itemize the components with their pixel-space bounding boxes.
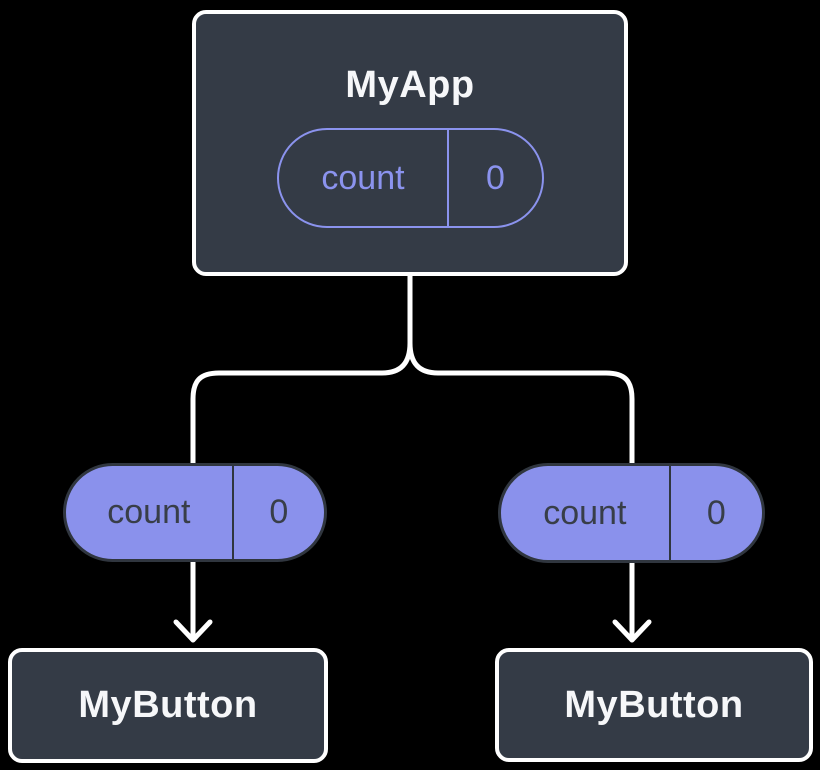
state-name-label: count (279, 130, 450, 226)
myapp-title: MyApp (345, 64, 475, 106)
right-arrowhead (612, 619, 652, 643)
right-prop-name-label: count (501, 466, 671, 560)
state-value-label: 0 (486, 158, 505, 197)
right-prop-pill: count 0 (498, 463, 765, 563)
left-prop-name-label: count (66, 466, 234, 559)
left-arrowhead (173, 619, 213, 643)
right-prop-value-label: 0 (706, 493, 726, 532)
left-branch-connector (190, 340, 413, 639)
myapp-node: MyApp count 0 (192, 10, 628, 276)
right-branch-connector (407, 340, 635, 639)
mybutton-right-node: MyButton (495, 648, 813, 762)
mybutton-right-title: MyButton (564, 683, 744, 726)
left-prop-pill: count 0 (63, 463, 327, 562)
left-prop-value-label: 0 (269, 493, 289, 531)
mybutton-left-title: MyButton (78, 684, 258, 726)
myapp-state-pill: count 0 (276, 128, 544, 228)
mybutton-left-node: MyButton (8, 648, 328, 763)
